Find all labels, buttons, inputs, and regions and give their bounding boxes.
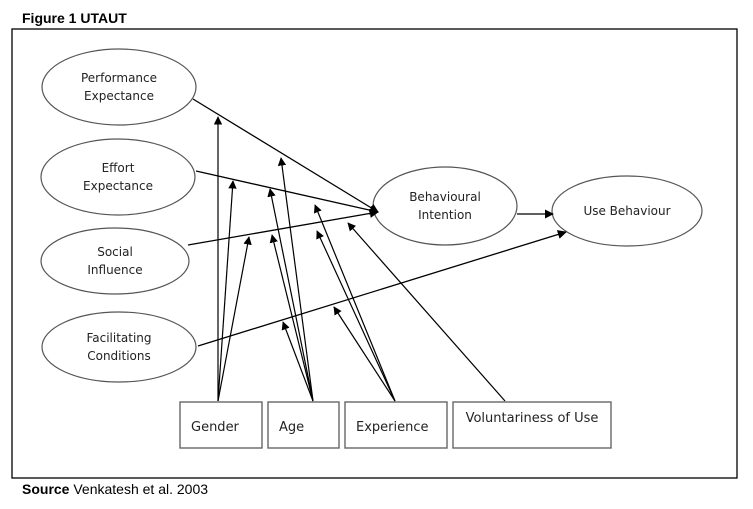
moderation-arrow-age-fc-ub [281,321,314,402]
construct-si-label: Social [97,245,133,259]
moderation-arrow-experience-ee-bi [313,204,396,402]
moderator-voluntariness-label: Voluntariness of Use [466,411,599,426]
construct-fc-label: Facilitating [86,331,151,345]
moderator-experience-label: Experience [356,420,429,435]
construct-pe-label: Performance [81,71,157,85]
figure-title: Figure 1 UTAUT [22,10,127,26]
source-citation: Venkatesh et al. 2003 [69,481,209,497]
moderation-arrow-age-pe-bi [277,157,314,402]
construct-bi [372,166,518,246]
moderator-voluntariness [452,401,612,449]
source-label: Source [22,481,70,497]
construct-ub-label: Use Behaviour [583,204,670,218]
relation-arrow-si-bi [187,208,379,246]
moderation-arrow-experience-si-bi [316,230,396,402]
moderation-arrow-gender-ee-bi [217,180,237,402]
moderation-arrow-age-ee-bi [267,188,314,402]
construct-bi-label: Behavioural [409,190,481,204]
figure-source: Source Venkatesh et al. 2003 [22,481,208,497]
moderator-age-label: Age [279,420,304,435]
moderator-gender [179,401,263,449]
construct-ee-label: Effort [102,161,135,175]
relation-arrow-pe-bi [192,98,379,213]
moderator-age [267,401,340,449]
construct-fc-label: Conditions [87,349,151,363]
construct-si-label: Influence [87,263,142,277]
moderation-arrow-experience-fc-ub [333,306,396,402]
construct-ee-label: Expectance [83,179,153,193]
moderation-arrow-voluntariness-si-bi [347,222,506,402]
construct-si [40,227,190,295]
construct-bi-label: Intention [418,208,472,222]
figure-frame [11,28,738,479]
construct-fc [41,311,197,383]
construct-pe [41,48,197,126]
construct-ee [40,138,196,216]
relation-arrow-fc-ub [197,230,567,347]
moderator-experience [344,401,448,449]
moderation-arrow-gender-si-bi [217,236,252,402]
relation-arrow-ee-bi [195,170,379,215]
moderator-gender-label: Gender [191,420,240,435]
construct-pe-label: Expectance [84,89,154,103]
moderation-arrow-age-si-bi [269,234,314,402]
